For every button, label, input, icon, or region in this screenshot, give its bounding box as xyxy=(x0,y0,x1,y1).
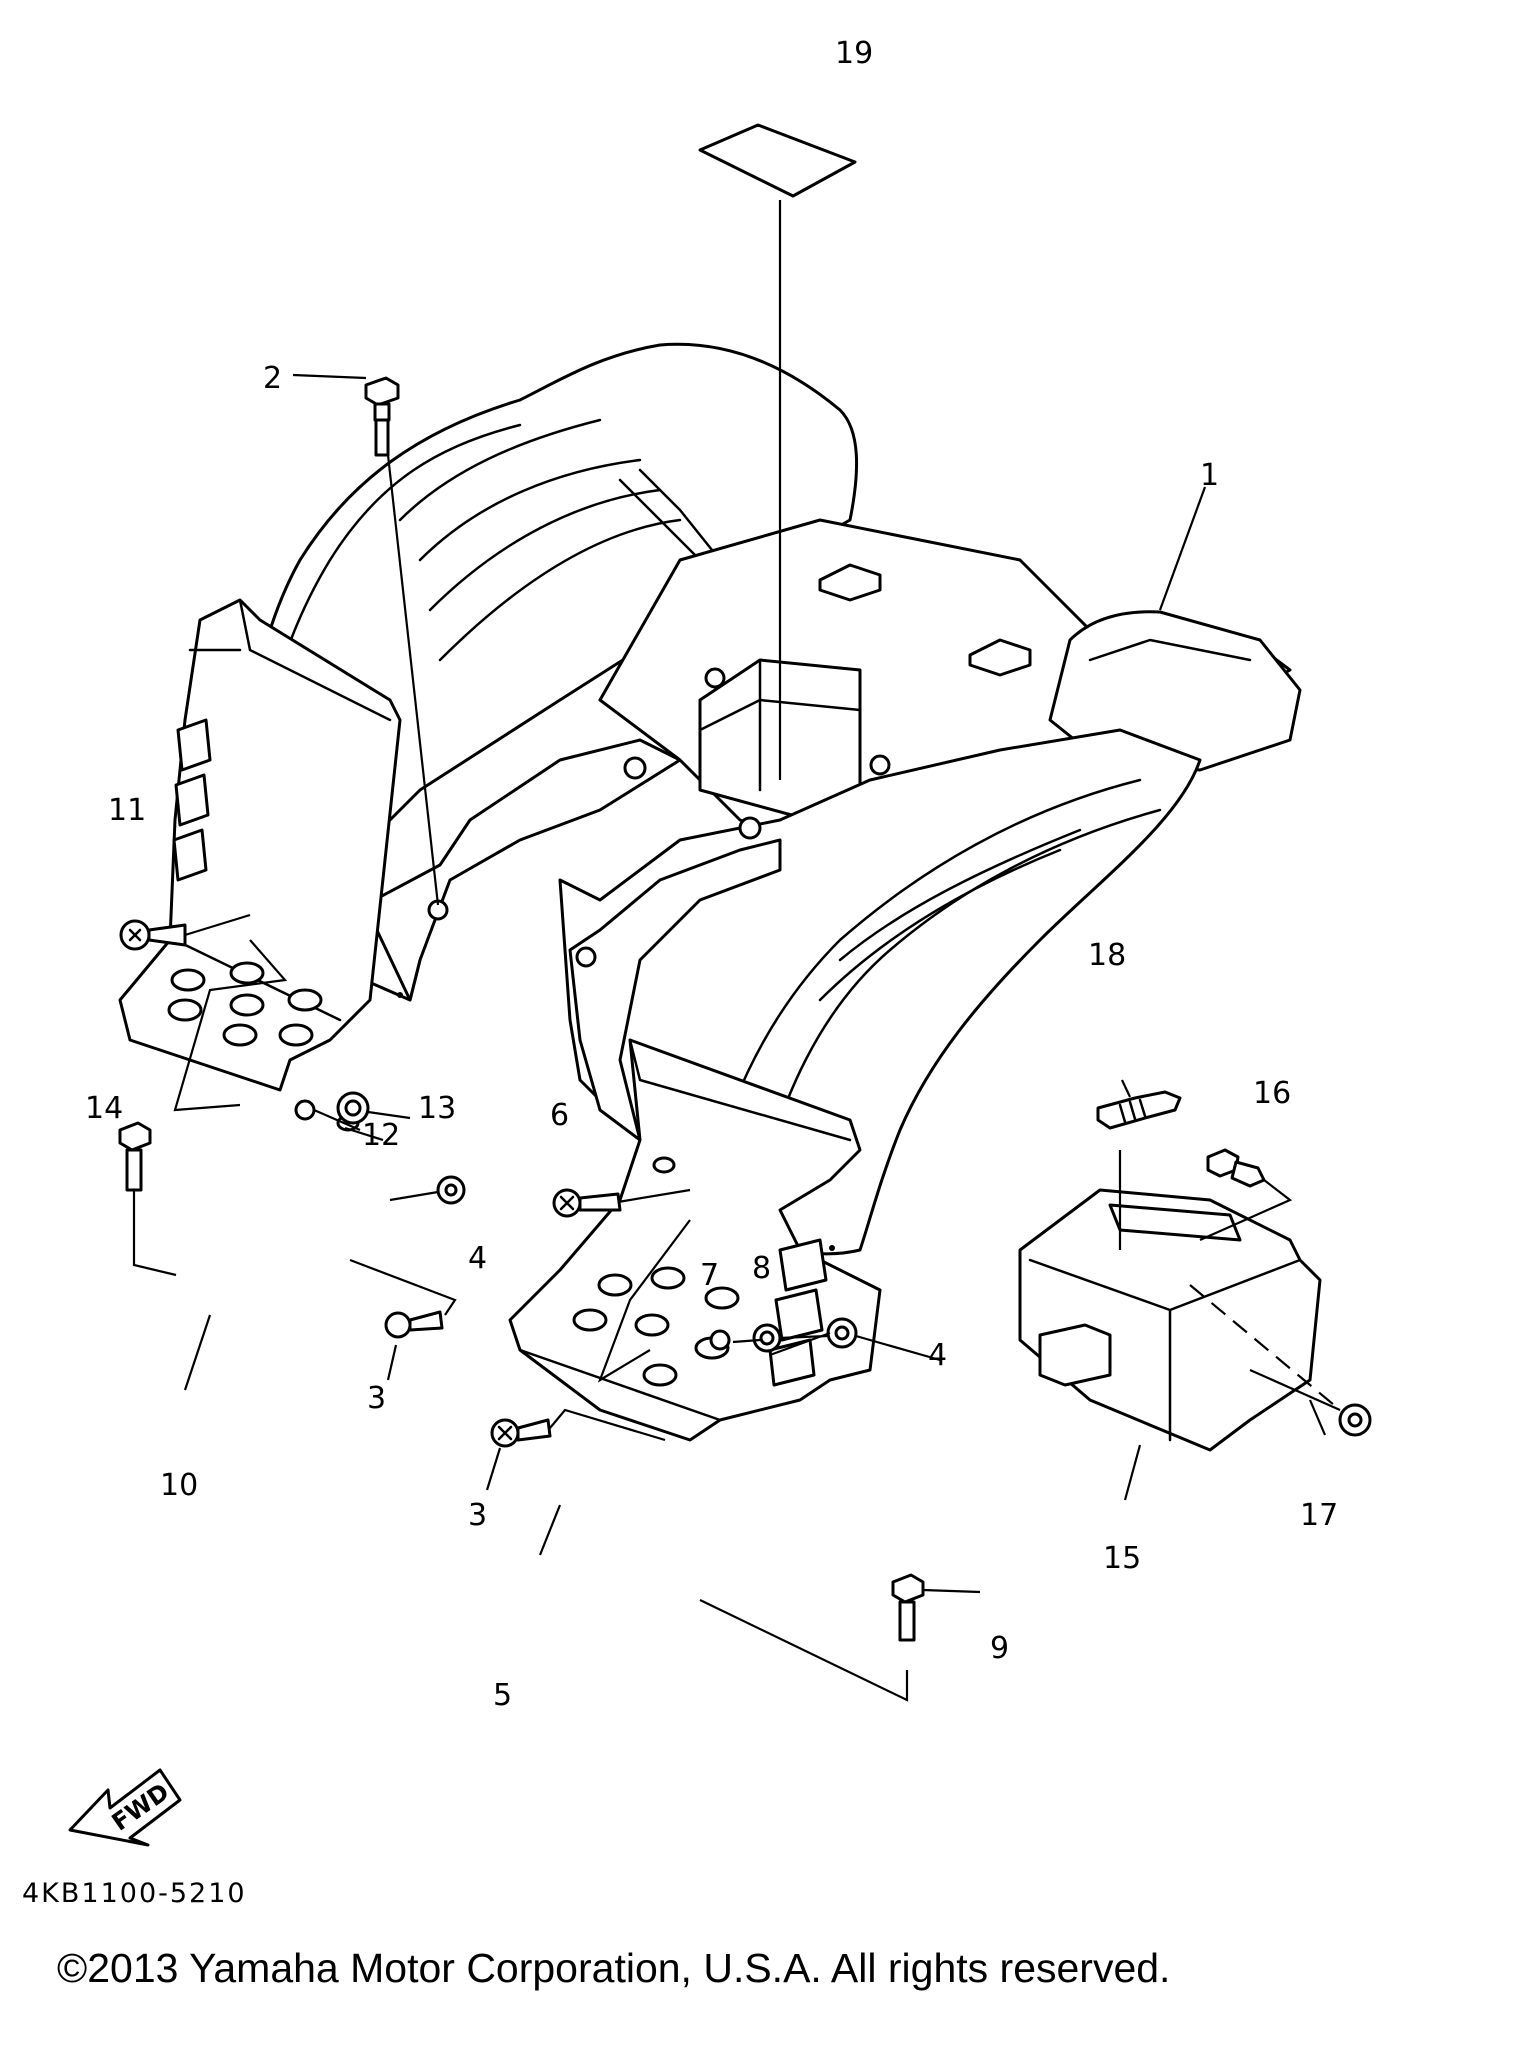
callout-14: 14 xyxy=(85,1091,123,1126)
callout-18: 18 xyxy=(1088,938,1126,973)
callout-3: 3 xyxy=(468,1498,487,1533)
callout-numbers: 1 2 3 3 4 4 5 6 7 8 9 10 11 12 13 14 15 … xyxy=(85,36,1338,1713)
callout-9: 9 xyxy=(990,1631,1009,1666)
callout-1: 1 xyxy=(1200,458,1219,493)
callout-4: 4 xyxy=(928,1338,947,1373)
callout-17: 17 xyxy=(1300,1498,1338,1533)
callout-2: 2 xyxy=(263,361,282,396)
forward-arrow-icon: FWD xyxy=(68,1768,182,1847)
callout-15: 15 xyxy=(1103,1541,1141,1576)
leader-lines xyxy=(132,200,1341,1702)
right-footrest-guard xyxy=(508,1038,882,1442)
callout-12: 12 xyxy=(362,1118,400,1153)
callout-11: 11 xyxy=(108,793,146,828)
tool-box xyxy=(1018,1188,1322,1452)
callout-7: 7 xyxy=(700,1258,719,1293)
callout-3: 3 xyxy=(367,1381,386,1416)
callout-8: 8 xyxy=(752,1251,771,1286)
callout-16: 16 xyxy=(1253,1076,1291,1111)
callout-13: 13 xyxy=(418,1091,456,1126)
left-footrest-guard xyxy=(118,598,402,1132)
callout-5: 5 xyxy=(493,1678,512,1713)
callout-4: 4 xyxy=(468,1241,487,1276)
callout-10: 10 xyxy=(160,1468,198,1503)
callout-6: 6 xyxy=(550,1098,569,1133)
hardware xyxy=(118,123,1372,1642)
drawing-code: 4KB1100-5210 xyxy=(22,1878,247,1909)
callout-19: 19 xyxy=(835,36,873,71)
copyright-notice: ©2013 Yamaha Motor Corporation, U.S.A. A… xyxy=(57,1945,1171,1991)
